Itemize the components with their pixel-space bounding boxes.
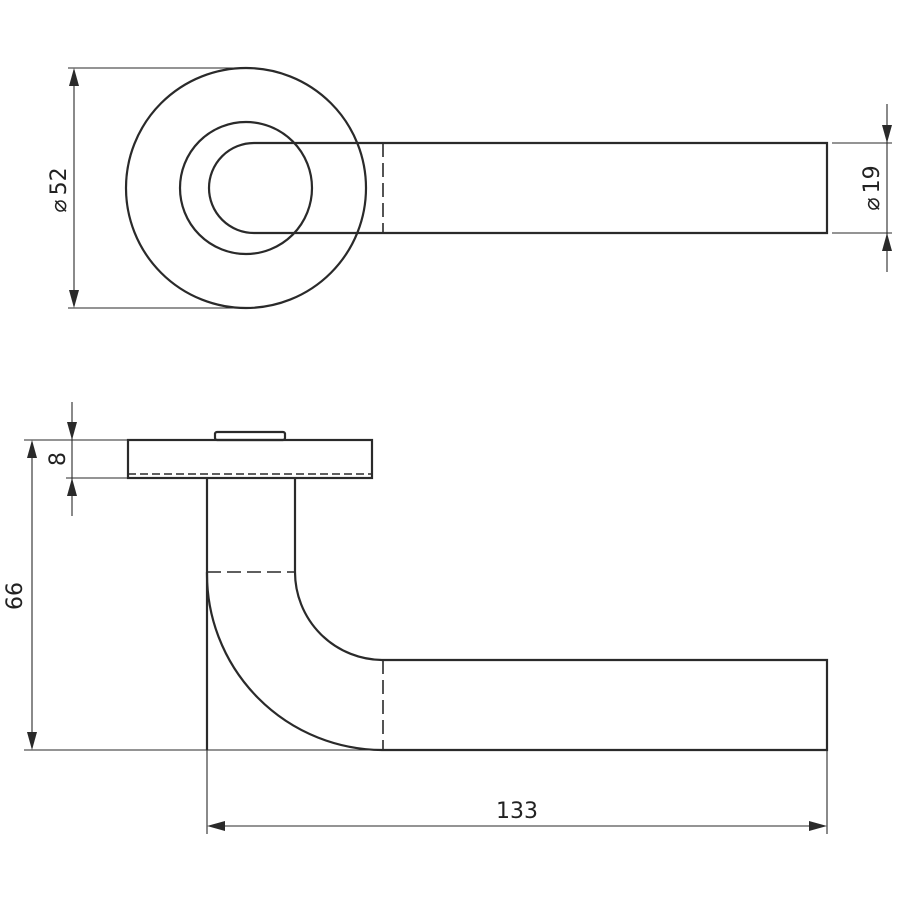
rose-plate: [126, 438, 374, 480]
rose-thickness-label: 8: [46, 452, 71, 466]
lever-diameter-label: 19: [860, 165, 885, 193]
rose-inner-circle: [178, 120, 314, 256]
side-view: 8 66 133: [3, 402, 829, 834]
height-label: 66: [3, 582, 28, 610]
lever-bar-outline: [383, 141, 829, 235]
svg-text:⌀19: ⌀ 19: [860, 165, 885, 210]
dimension-lever-diameter: ⌀ 19: [832, 104, 892, 272]
top-view: ⌀ 52 ⌀ 19: [47, 66, 892, 310]
dimension-height: 66: [3, 439, 383, 751]
dimension-projection: 133: [206, 750, 828, 834]
dimension-rose-diameter: ⌀ 52: [47, 67, 246, 309]
spindle-cap: [213, 430, 287, 442]
rose-diameter-label: 52: [47, 167, 72, 195]
diameter-symbol: ⌀: [47, 199, 72, 212]
lever-bend-inner: [293, 571, 384, 662]
projection-label: 133: [496, 799, 538, 824]
lever-bend-outer: [205, 571, 384, 752]
lever-neck-outline: [207, 141, 383, 235]
lever-arm-outline: [383, 658, 829, 752]
svg-text:⌀52: ⌀ 52: [47, 167, 72, 212]
rose-outer-circle: [124, 66, 368, 310]
diameter-symbol: ⌀: [860, 197, 885, 210]
dimension-rose-thickness: 8: [46, 402, 128, 516]
